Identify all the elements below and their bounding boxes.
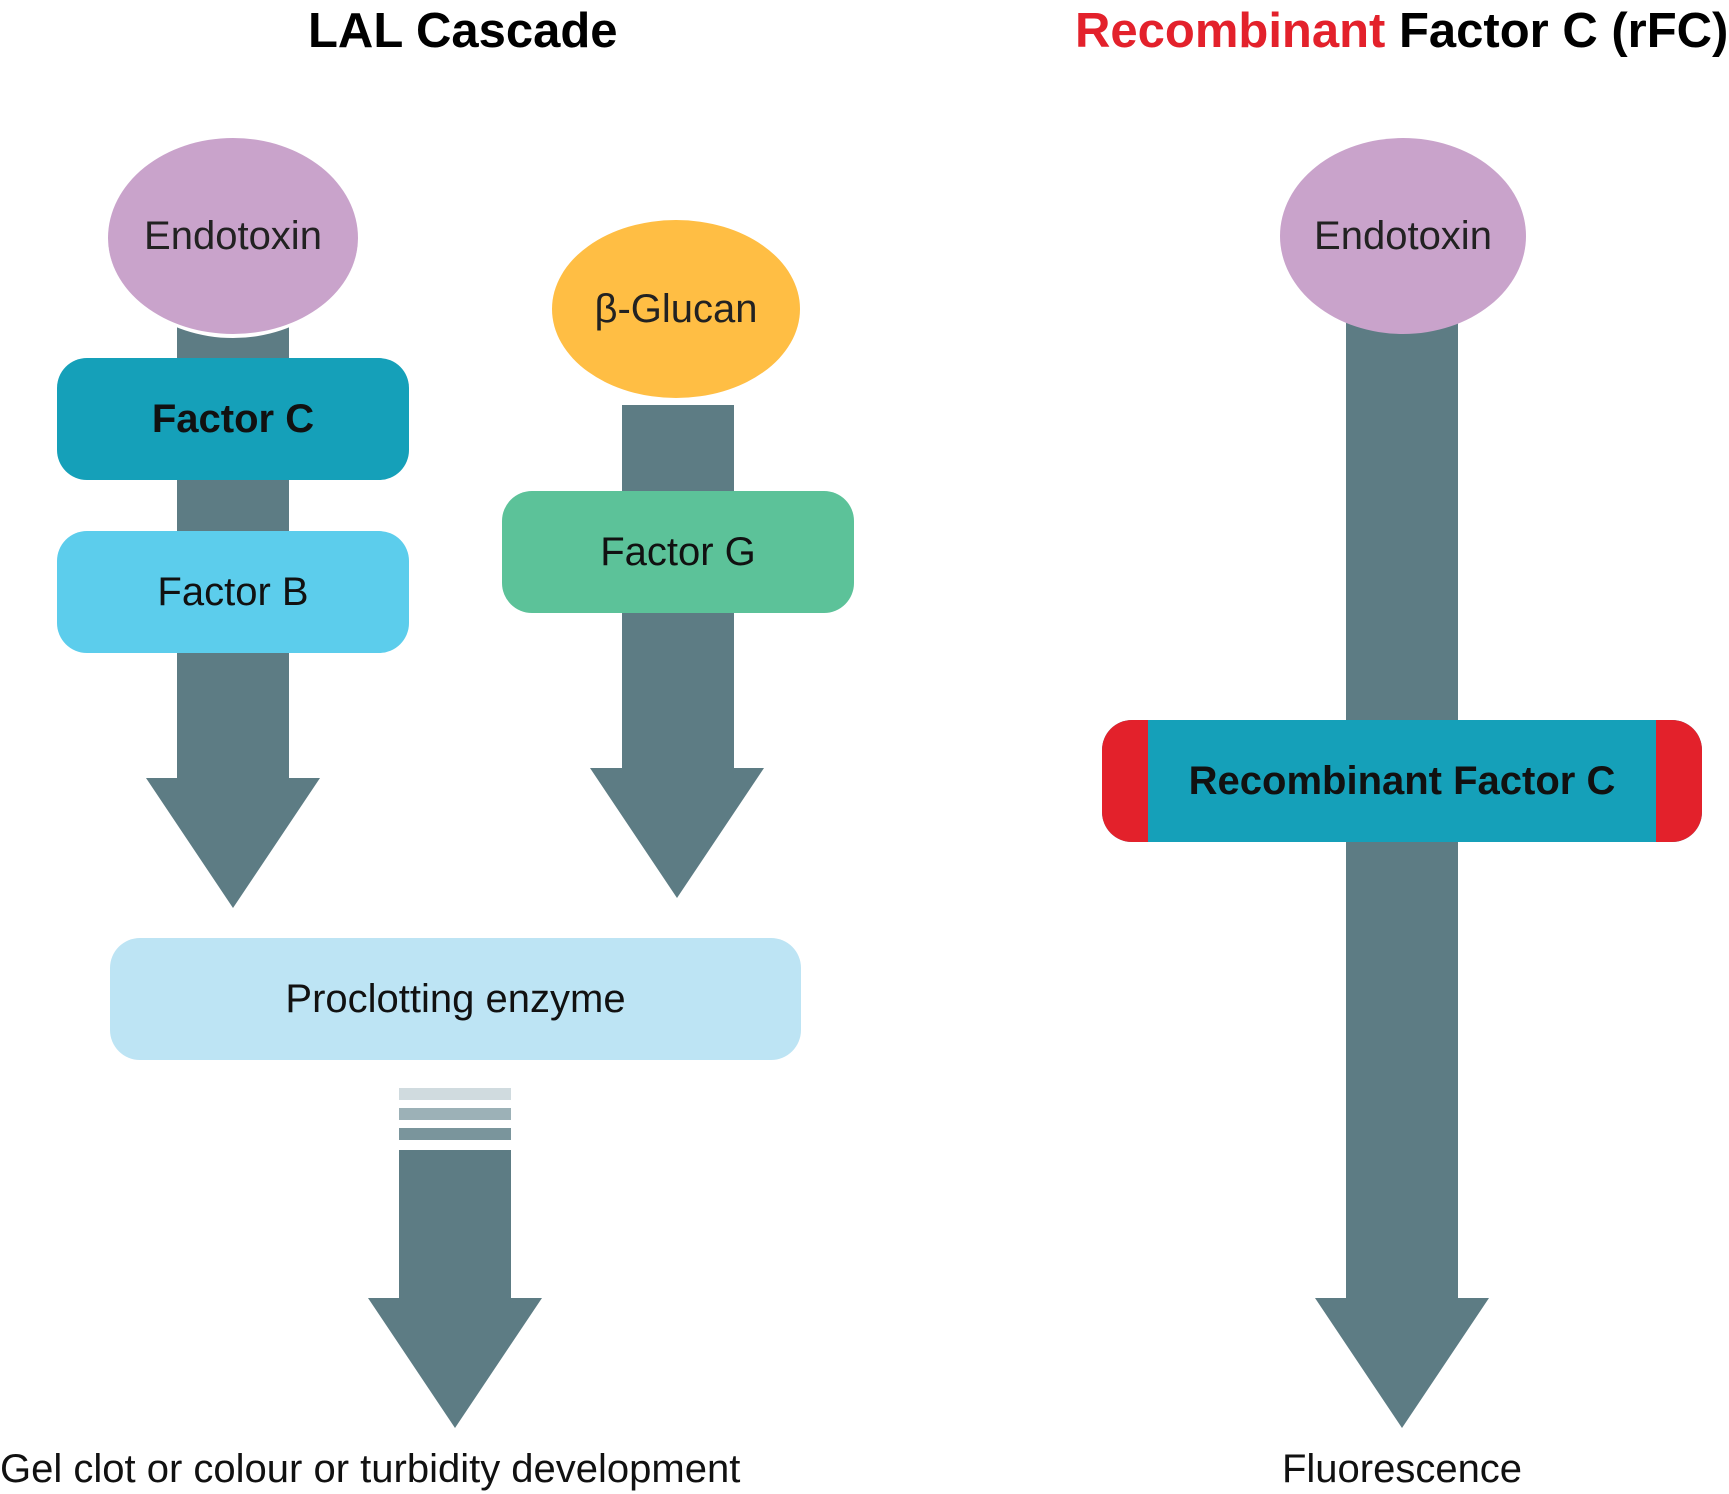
recombinant-factor-c-node: Recombinant Factor C — [1102, 720, 1702, 842]
rfc-right-cap — [1656, 720, 1702, 842]
rfc-arrow-head — [1315, 1298, 1489, 1428]
proclotting-stripe-1 — [399, 1088, 511, 1100]
proclotting-arrow-shaft — [399, 1150, 511, 1298]
proclotting-enzyme-label: Proclotting enzyme — [285, 976, 626, 1021]
rfc-result-label: Fluorescence — [1281, 1447, 1523, 1491]
lal-result-label: Gel clot or colour or turbidity developm… — [0, 1447, 741, 1491]
beta-glucan-label: β-Glucan — [594, 286, 758, 331]
lal-endotoxin-arrow-head — [146, 778, 320, 908]
lal-endotoxin-node: Endotoxin — [108, 138, 358, 338]
factor-b-label: Factor B — [157, 569, 309, 614]
beta-glucan-node: β-Glucan — [552, 220, 800, 398]
proclotting-enzyme-node: Proclotting enzyme — [110, 938, 801, 1060]
rfc-heading-highlight: Recombinant — [1075, 4, 1386, 58]
rfc-endotoxin-label: Endotoxin — [1314, 213, 1492, 258]
rfc-endotoxin-node: Endotoxin — [1280, 138, 1526, 334]
factor-c-label: Factor C — [151, 396, 315, 441]
rfc-heading-rest: Factor C (rFC) — [1385, 4, 1729, 58]
rfc-left-cap — [1102, 720, 1148, 842]
proclotting-stripe-2 — [399, 1108, 511, 1120]
factor-g-node: Factor G — [502, 491, 854, 613]
proclotting-stripe-3 — [399, 1128, 511, 1140]
lal-cascade-heading: LAL Cascade — [308, 4, 618, 58]
rfc-heading: Recombinant Factor C (rFC) — [1075, 0, 1728, 62]
factor-g-label: Factor G — [600, 529, 756, 574]
proclotting-arrow-head — [368, 1298, 542, 1428]
lal-endotoxin-label: Endotoxin — [144, 213, 322, 258]
glucan-arrow-head — [590, 768, 764, 898]
recombinant-factor-c-label: Recombinant Factor C — [1188, 758, 1616, 803]
factor-b-node: Factor B — [57, 531, 409, 653]
factor-c-node: Factor C — [57, 358, 409, 480]
